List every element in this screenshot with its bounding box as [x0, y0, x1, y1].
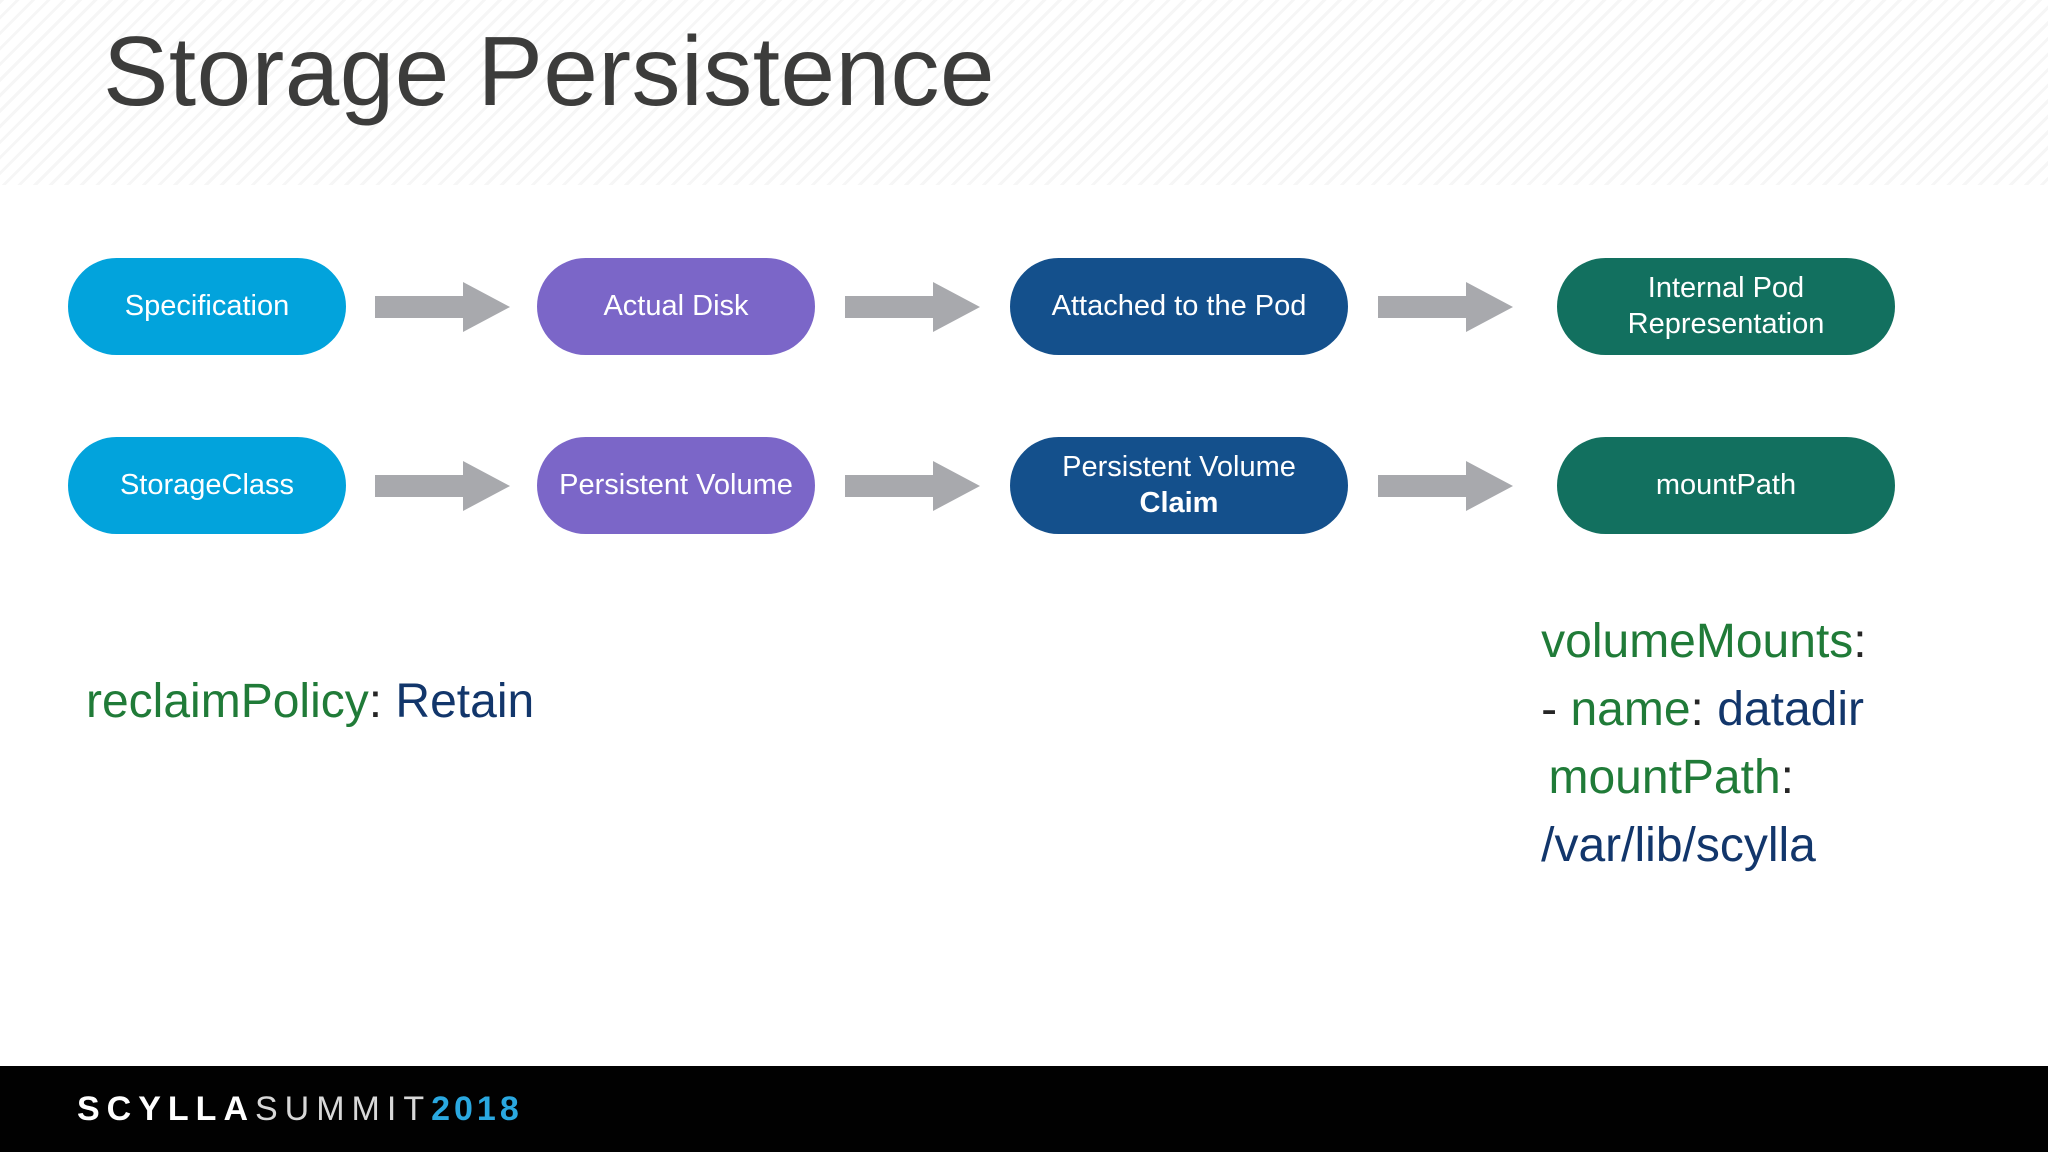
logo-brand-text: SCYLLA [77, 1090, 255, 1128]
slide-footer-bar: SCYLLASUMMIT2018 [0, 1066, 2048, 1152]
yaml-line-mountpath-value: /var/lib/scylla [1541, 812, 1942, 880]
flow-node-label: Persistent Volume [559, 468, 793, 501]
flow-node-persistent-volume[interactable]: Persistent Volume [537, 437, 815, 534]
scylla-summit-logo: SCYLLASUMMIT2018 [77, 1092, 523, 1126]
yaml-line-volumemounts: volumeMounts: [1541, 608, 1942, 676]
logo-event-text: SUMMIT [255, 1090, 432, 1128]
yaml-colon: : [368, 675, 383, 728]
flow-node-storageclass[interactable]: StorageClass [68, 437, 346, 534]
yaml-key: mountPath [1548, 751, 1781, 805]
arrow-right-icon [375, 461, 510, 511]
arrow-right-icon [845, 461, 980, 511]
arrow-right-icon [1378, 282, 1513, 332]
flow-node-actual-disk[interactable]: Actual Disk [537, 258, 815, 355]
flow-node-label: mountPath [1655, 468, 1797, 501]
flow-node-label: Attached to the Pod [1051, 289, 1307, 322]
page-title: Storage Persistence [103, 16, 995, 126]
flow-node-persistent-volume-claim[interactable]: Persistent Volume Claim [1010, 437, 1348, 534]
yaml-snippet-reclaim-policy: reclaimPolicy: Retain [86, 668, 534, 736]
arrow-right-icon [1378, 461, 1513, 511]
slide-header-band: Storage Persistence [0, 0, 2048, 185]
flow-node-label: Internal Pod Representation [1627, 271, 1825, 340]
yaml-value: Retain [395, 675, 535, 728]
yaml-line-mountpath-key: mountPath: [1541, 744, 1942, 812]
yaml-colon: : [1853, 615, 1867, 668]
flow-node-attached-to-the-pod[interactable]: Attached to the Pod [1010, 258, 1348, 355]
flow-node-label: StorageClass [119, 468, 295, 501]
yaml-colon: : [1690, 683, 1704, 737]
yaml-key: name [1570, 683, 1691, 737]
yaml-snippet-volume-mounts: volumeMounts: - name: datadir mountPath:… [1541, 608, 1942, 881]
arrow-right-icon [375, 282, 510, 332]
yaml-list-dash: - [1541, 683, 1558, 737]
yaml-value: /var/lib/scylla [1541, 819, 1816, 873]
logo-year-text: 2018 [431, 1090, 523, 1128]
yaml-line-name: - name: datadir [1541, 676, 1942, 744]
flow-node-label-emphasis: Claim [1139, 486, 1219, 519]
flow-node-label: Specification [124, 289, 290, 322]
flow-node-label: Actual Disk [603, 289, 749, 322]
flow-node-label: Persistent Volume Claim [1022, 450, 1336, 522]
yaml-key: reclaimPolicy [86, 675, 369, 728]
flow-node-mountpath[interactable]: mountPath [1557, 437, 1895, 534]
yaml-value: datadir [1717, 683, 1864, 737]
yaml-colon: : [1780, 751, 1794, 805]
arrow-right-icon [845, 282, 980, 332]
flow-node-label-plain: Persistent Volume [1062, 450, 1296, 483]
yaml-key: volumeMounts [1541, 615, 1854, 668]
flow-node-internal-pod-representation[interactable]: Internal Pod Representation [1557, 258, 1895, 355]
flow-node-specification[interactable]: Specification [68, 258, 346, 355]
